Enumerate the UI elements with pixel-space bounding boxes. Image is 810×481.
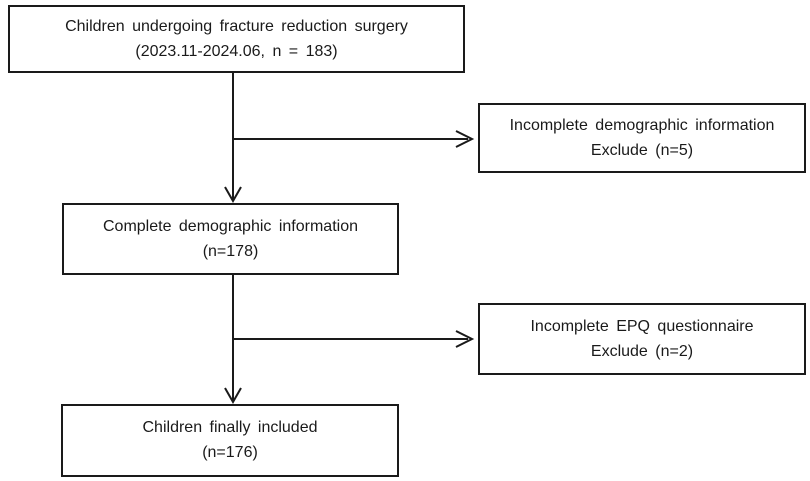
node-exclude-demographic-line1: Incomplete demographic information [509, 116, 775, 134]
node-included-line1: Children finally included [142, 419, 318, 436]
arrow-complete-to-included [224, 275, 242, 405]
node-population-line1: Children undergoing fracture reduction s… [65, 17, 408, 35]
arrow-population-to-complete [224, 73, 242, 204]
arrow-branch-to-exclude-epq [233, 330, 475, 348]
node-included: Children finally included (n=176) [61, 404, 399, 477]
node-complete-demographic-line1: Complete demographic information [102, 217, 358, 235]
arrow-branch-to-exclude-demographic [233, 130, 475, 148]
node-population: Children undergoing fracture reduction s… [8, 5, 465, 73]
node-complete-demographic: Complete demographic information (n=178) [62, 203, 399, 275]
node-exclude-demographic: Incomplete demographic information Exclu… [478, 103, 806, 173]
node-included-line2: (n=176) [202, 444, 258, 461]
node-complete-demographic-line2: (n=178) [202, 242, 259, 260]
node-exclude-epq: Incomplete EPQ questionnaire Exclude (n=… [478, 303, 806, 375]
node-population-line2: (2023.11-2024.06, n = 183) [135, 42, 338, 60]
node-exclude-epq-line1: Incomplete EPQ questionnaire [530, 317, 754, 335]
node-exclude-demographic-line2: Exclude (n=5) [590, 141, 694, 159]
node-exclude-epq-line2: Exclude (n=2) [590, 342, 694, 360]
